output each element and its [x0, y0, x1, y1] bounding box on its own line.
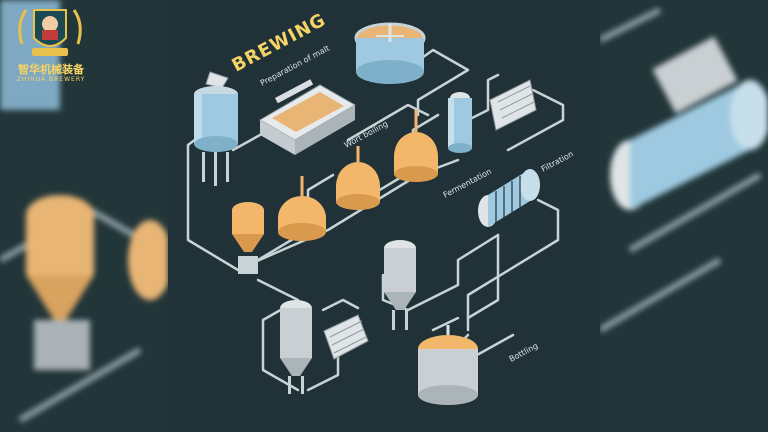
fermenter-tank-icon — [448, 92, 472, 153]
malt-silo-icon — [194, 71, 238, 186]
brewing-diagram: BREWING Preparation of malt Wort boiling… — [168, 0, 600, 432]
blurred-right-panel — [600, 0, 768, 432]
malt-mill-icon — [259, 79, 356, 155]
heat-exchanger-icon — [489, 79, 537, 131]
plate-filter-icon — [323, 314, 369, 360]
diagram-title: BREWING — [228, 9, 329, 76]
label-bottling: Bottling — [508, 341, 540, 364]
label-fermentation: Fermentation — [442, 167, 493, 200]
bottling-tank-icon — [418, 325, 478, 405]
blurred-left-panel: 智华机械装备 ZHIHUA BREWERY — [0, 0, 168, 432]
label-filtration: Filtration — [540, 149, 575, 173]
brand-logo — [12, 4, 88, 84]
filter-drum-icon — [478, 169, 540, 227]
bright-tank-icon — [384, 240, 416, 330]
storage-tank-icon — [280, 300, 312, 394]
logo-name-en: ZHIHUA BREWERY — [16, 76, 86, 83]
label-wort-boiling: Wort boiling — [343, 119, 390, 150]
mash-tun-icon — [354, 22, 426, 84]
logo-name-cn: 智华机械装备 — [18, 63, 84, 76]
wort-kettle-icons — [232, 110, 438, 274]
